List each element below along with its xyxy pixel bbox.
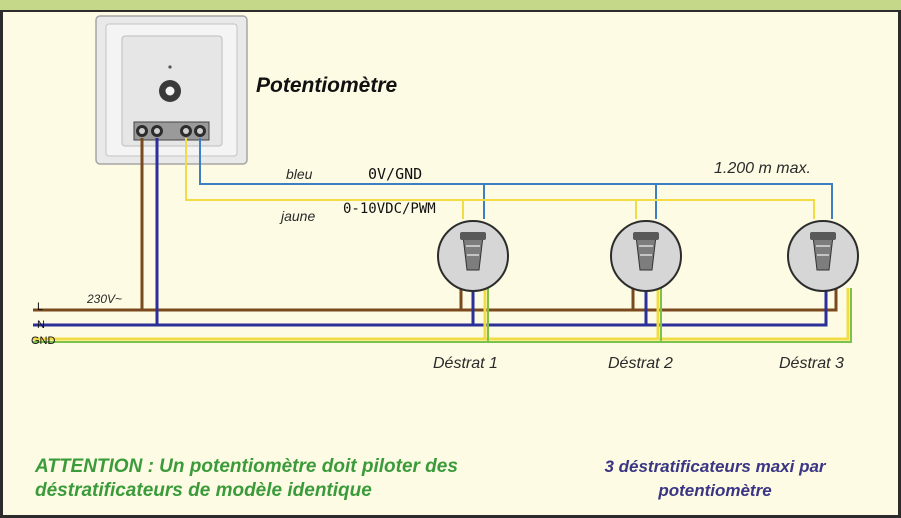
terminal-block (136, 125, 206, 137)
mains-voltage-label: 230V~ (87, 292, 123, 306)
wire-L-brown (33, 138, 838, 312)
attention-note: ATTENTION : Un potentiomètre doit pilote… (35, 456, 458, 501)
line-L-label: L (37, 301, 44, 313)
max-units-note: 3 déstratificateurs maxi par potentiomèt… (604, 457, 826, 500)
header-bar (0, 0, 901, 12)
destrat-unit-2 (610, 220, 682, 292)
max-distance-label: 1.200 m max. (714, 160, 811, 177)
wire-N-blue (33, 138, 828, 327)
line-GND-label: GND (31, 335, 56, 347)
destrat-3-label: Déstrat 3 (779, 355, 844, 372)
blue-signal-label: 0V/GND (368, 165, 423, 183)
potentiometer-device (95, 15, 248, 165)
destrat-2-label: Déstrat 2 (608, 355, 673, 372)
destrat-1-label: Déstrat 1 (433, 355, 498, 372)
wire-GND-green-yellow (33, 288, 852, 343)
signal-wire-yellow (185, 138, 815, 219)
yellow-signal-label: 0-10VDC/PWM (343, 201, 436, 217)
signal-wire-blue (199, 138, 833, 219)
potentiometer-title: Potentiomètre (256, 74, 398, 97)
destrat-unit-3 (787, 220, 859, 292)
yellow-wire-label: jaune (281, 208, 316, 224)
line-N-label: N (37, 319, 45, 331)
destrat-unit-1 (437, 220, 509, 292)
blue-wire-label: bleu (286, 166, 313, 182)
